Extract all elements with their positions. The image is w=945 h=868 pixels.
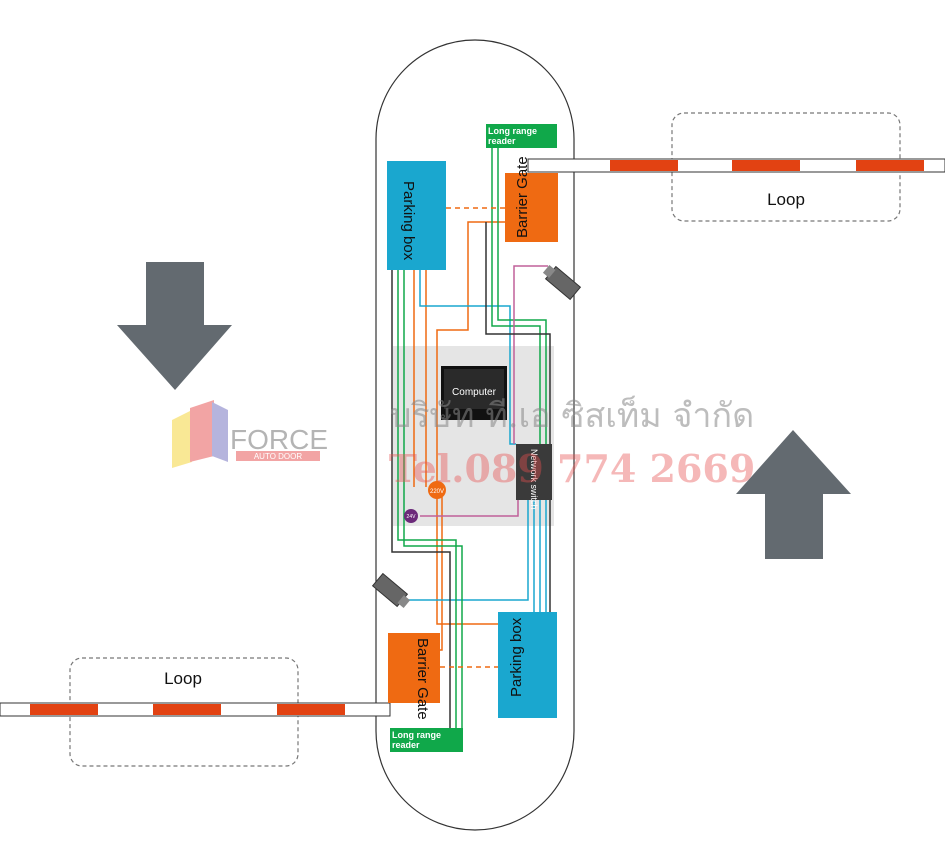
force-logo: FORCE AUTO DOOR: [172, 400, 328, 468]
parking-box-top: Parking box: [387, 161, 446, 270]
loop-top-label: Loop: [767, 190, 805, 209]
long-range-reader-bottom-label: Long range reader: [392, 730, 441, 750]
watermark-phone: Tel.089 774 2669: [389, 446, 756, 491]
network-switch: Network switch: [516, 444, 552, 510]
power-220v: 220V: [428, 481, 446, 499]
power-24v: 24V: [404, 509, 418, 523]
watermark-company: บริษัท ที.เอ ซิสเท็ม จำกัด: [390, 395, 754, 436]
parking-box-bottom: Parking box: [498, 612, 557, 718]
barrier-arm-bottom: [0, 702, 391, 717]
barrier-gate-bottom-label: Barrier Gate: [414, 638, 431, 720]
arrow-up-icon: [736, 430, 851, 559]
arrow-down-icon: [117, 262, 232, 390]
force-logo-subtext: AUTO DOOR: [254, 452, 303, 461]
barrier-gate-top-label: Barrier Gate: [514, 156, 531, 238]
parking-box-bottom-label: Parking box: [508, 617, 525, 697]
long-range-reader-top: Long range reader: [486, 124, 557, 148]
power-220v-label: 220V: [430, 489, 444, 495]
power-24v-label: 24V: [407, 514, 417, 520]
long-range-reader-top-label: Long range reader: [488, 126, 537, 146]
network-switch-label: Network switch: [529, 449, 539, 510]
parking-box-top-label: Parking box: [400, 181, 417, 261]
computer-label: Computer: [452, 387, 497, 398]
long-range-reader-bottom: Long range reader: [390, 728, 463, 752]
barrier-gate-top: Barrier Gate: [505, 156, 558, 242]
force-logo-text: FORCE: [230, 424, 328, 455]
camera-icon: [542, 265, 582, 301]
barrier-gate-bottom: Barrier Gate: [388, 633, 440, 720]
computer: Computer: [441, 366, 507, 420]
barrier-arm-top: [527, 158, 945, 173]
camera-icon: [371, 572, 411, 608]
loop-bottom-label: Loop: [164, 669, 202, 688]
